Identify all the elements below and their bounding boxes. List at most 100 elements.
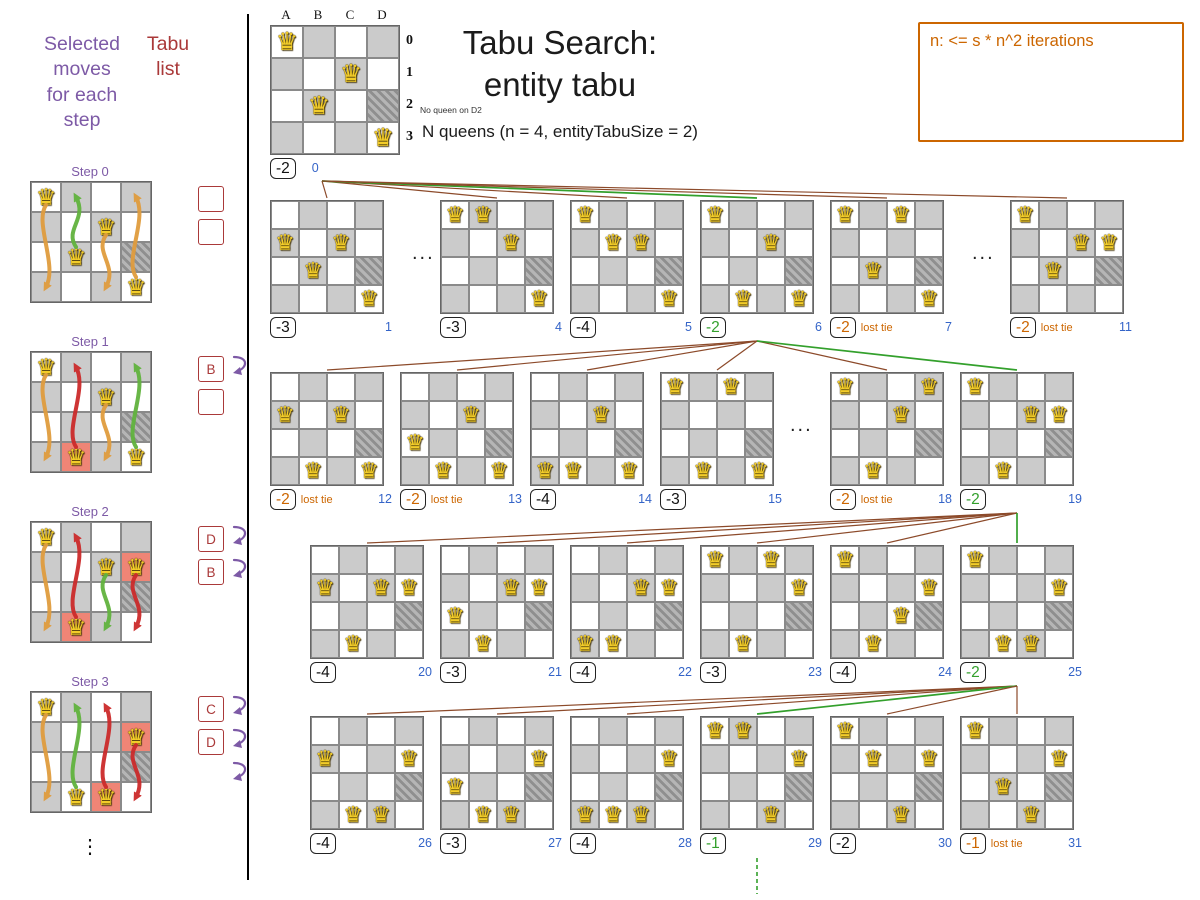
board-cell <box>367 717 395 745</box>
selected-moves-header: Selected moves for each step <box>44 33 120 132</box>
board-cell <box>599 717 627 745</box>
board-index: 14 <box>638 492 652 506</box>
queen-icon: ♛ <box>1011 201 1039 229</box>
board-index: 6 <box>815 320 822 334</box>
board-cell <box>627 201 655 229</box>
score-badge: -2 <box>270 158 296 179</box>
board-cell <box>757 285 785 313</box>
board-cell <box>497 745 525 773</box>
board-cell <box>571 229 599 257</box>
board-cell <box>701 745 729 773</box>
board-cell <box>961 745 989 773</box>
iterations-note-text: n: <= s * n^2 iterations <box>930 32 1094 50</box>
score-badge: -3 <box>440 833 466 854</box>
queen-icon: ♛ <box>497 801 525 829</box>
board-index: 22 <box>678 665 692 679</box>
no-queen-hatched-cell <box>915 602 943 630</box>
no-queen-hatched-cell <box>525 602 553 630</box>
row-label: 0 <box>406 33 413 48</box>
board-cell <box>831 457 859 485</box>
lost-tie-label: lost tie <box>430 494 463 506</box>
queen-icon: ♛ <box>627 801 655 829</box>
board-cell <box>831 574 859 602</box>
queen-icon: ♛ <box>1095 229 1123 257</box>
queen-icon: ♛ <box>61 612 91 642</box>
queen-icon: ♛ <box>271 401 299 429</box>
board-cell <box>757 745 785 773</box>
board-cell <box>989 574 1017 602</box>
board-cell <box>339 745 367 773</box>
board-cell <box>831 285 859 313</box>
board-cell <box>717 401 745 429</box>
board-cell <box>757 574 785 602</box>
board-cell <box>627 285 655 313</box>
tabu-list-slot: D <box>198 526 224 552</box>
selected-move-line <box>321 180 758 199</box>
board-cell <box>457 457 485 485</box>
queen-icon: ♛ <box>989 773 1017 801</box>
queen-icon: ♛ <box>367 801 395 829</box>
queen-icon: ♛ <box>299 457 327 485</box>
board-cell <box>831 229 859 257</box>
no-queen-hatched-cell <box>1045 429 1073 457</box>
page-title-line2: entity tabu <box>483 66 637 103</box>
chess-grid: ♛♛♛♛ <box>570 545 684 659</box>
no-queen-hatched-cell <box>1095 257 1123 285</box>
move-arrow-a <box>40 543 52 632</box>
board-cell <box>1067 285 1095 313</box>
queen-icon: ♛ <box>859 457 887 485</box>
queen-icon: ♛ <box>729 717 757 745</box>
board-cell <box>303 26 335 58</box>
shift-arrow-glyph <box>232 525 247 545</box>
board-cell <box>339 574 367 602</box>
board-index: 23 <box>808 665 822 679</box>
chess-grid: ♛♛♛♛ <box>830 372 944 486</box>
queen-icon: ♛ <box>1045 745 1073 773</box>
board-cell <box>299 201 327 229</box>
board-cell <box>395 717 423 745</box>
board-cell <box>339 773 367 801</box>
score-badge: -2 <box>400 489 426 510</box>
queen-icon: ♛ <box>831 717 859 745</box>
chess-grid: ♛♛♛♛ <box>830 200 944 314</box>
board-cell <box>401 457 429 485</box>
board-cell <box>859 602 887 630</box>
score-badge: -4 <box>530 489 556 510</box>
board-cell <box>469 257 497 285</box>
board-cell <box>311 546 339 574</box>
queen-icon: ♛ <box>559 457 587 485</box>
queen-icon: ♛ <box>525 285 553 313</box>
candidate-move-line <box>886 685 1018 715</box>
board-cell <box>689 401 717 429</box>
board-cell <box>485 401 513 429</box>
queen-icon: ♛ <box>469 801 497 829</box>
queen-icon: ♛ <box>599 801 627 829</box>
board-cell <box>915 457 943 485</box>
no-queen-hatched-cell <box>355 429 383 457</box>
queen-icon: ♛ <box>757 801 785 829</box>
queen-icon: ♛ <box>355 285 383 313</box>
candidate-move-line <box>321 180 1068 199</box>
board-cell <box>1067 201 1095 229</box>
board-cell <box>915 401 943 429</box>
no-queen-hatched-cell <box>367 90 399 122</box>
board-cell <box>887 457 915 485</box>
board-cell <box>31 272 61 302</box>
candidate-move-line <box>496 685 1018 715</box>
board-index: 4 <box>555 320 562 334</box>
candidate-move-line <box>756 512 1018 544</box>
queen-icon: ♛ <box>531 457 559 485</box>
board-cell <box>339 717 367 745</box>
board-cell <box>587 457 615 485</box>
board-cell <box>655 201 683 229</box>
candidate-move-line <box>321 180 628 199</box>
no-queen-hatched-cell <box>485 429 513 457</box>
board-cell <box>887 717 915 745</box>
